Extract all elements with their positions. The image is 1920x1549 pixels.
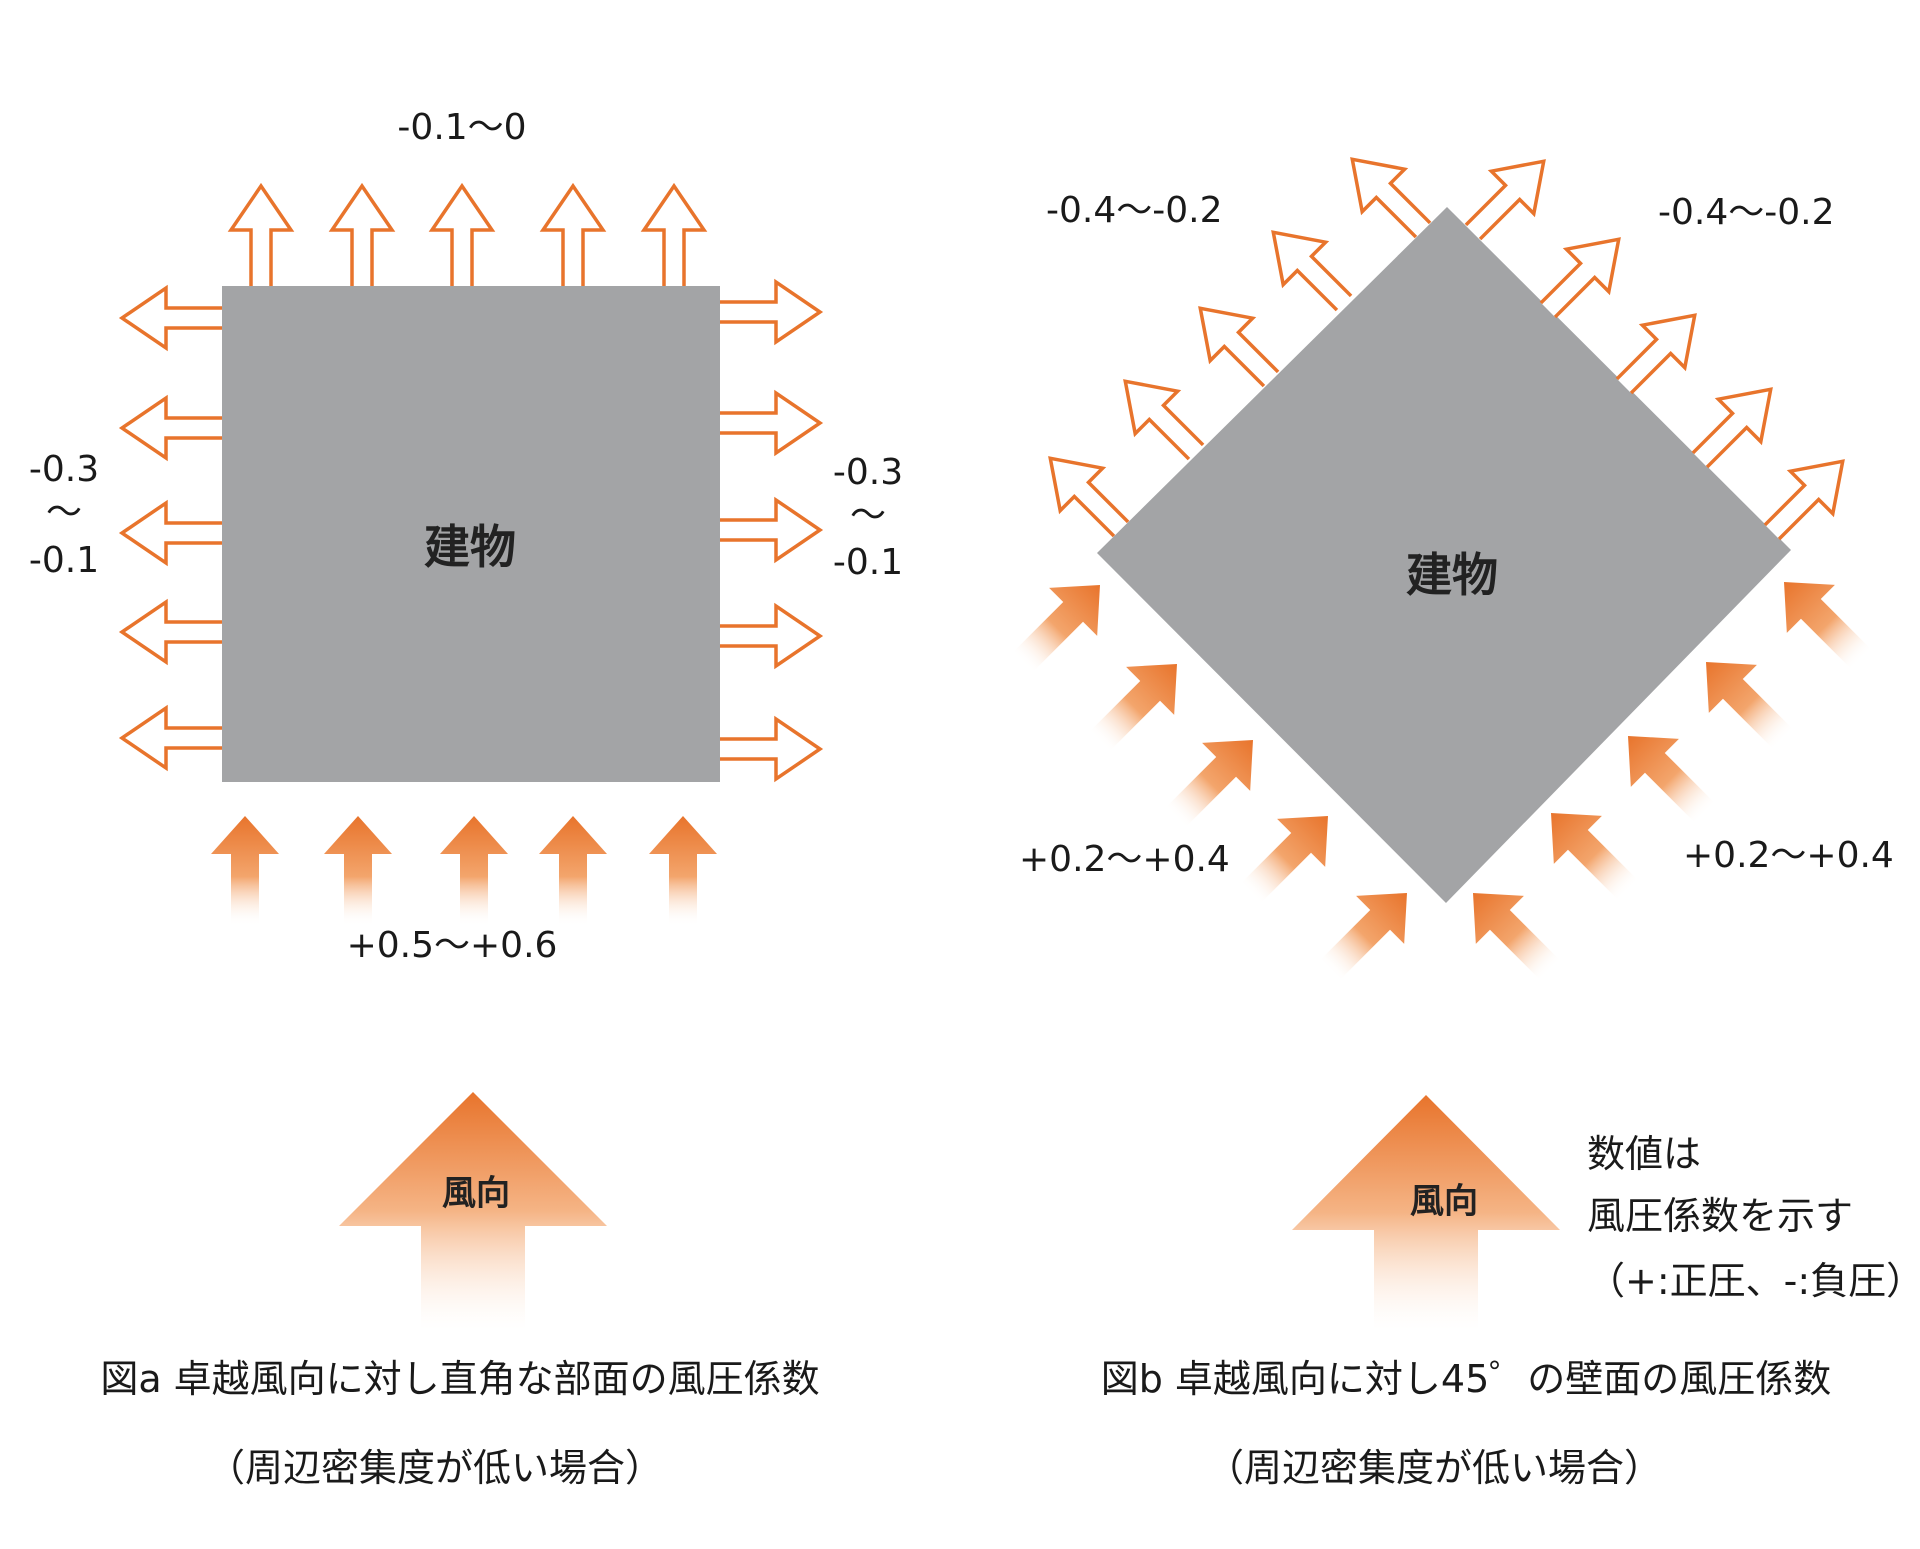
- legend-note-line3: （+:正圧、-:負圧）: [1587, 1259, 1920, 1303]
- caption-a: 図a 卓越風向に対し直角な部面の風圧係数: [100, 1357, 820, 1401]
- arrows-a-right: [718, 280, 822, 781]
- b-lower-left-value: +0.2〜+0.4: [1019, 839, 1230, 880]
- wind-label-a: 風向: [442, 1173, 510, 1214]
- building-b-label: 建物: [1406, 548, 1498, 602]
- building-b: [1097, 207, 1791, 903]
- a-top-value: -0.1〜0: [397, 107, 527, 148]
- b-lower-right-value: +0.2〜+0.4: [1683, 835, 1894, 876]
- a-left-value-top: -0.3: [28, 449, 100, 490]
- wind-arrow-a: [339, 1092, 607, 1330]
- arrows-a-top: [229, 184, 706, 288]
- b-upper-right-value: -0.4〜-0.2: [1658, 192, 1835, 233]
- a-right-value-bottom: -0.1: [832, 542, 904, 583]
- a-right-value-mid: 〜: [849, 495, 887, 536]
- a-left-value-bottom: -0.1: [28, 540, 100, 581]
- a-bottom-value: +0.5〜+0.6: [346, 925, 558, 966]
- a-right-value-top: -0.3: [832, 452, 904, 493]
- building-a-label: 建物: [424, 520, 516, 574]
- building-a: [222, 286, 720, 782]
- subcaption-b: （周辺密集度が低い場合）: [1205, 1446, 1663, 1490]
- figure-a: [120, 184, 822, 1330]
- subcaption-a: （周辺密集度が低い場合）: [206, 1446, 664, 1490]
- wind-arrow-b: [1292, 1095, 1560, 1330]
- wind-label-b: 風向: [1410, 1181, 1478, 1222]
- legend-note-line2: 風圧係数を示す: [1587, 1194, 1854, 1238]
- a-left-value-mid: 〜: [45, 492, 83, 533]
- figure-b: [998, 136, 1886, 1330]
- b-upper-left-value: -0.4〜-0.2: [1046, 190, 1223, 231]
- arrows-a-bottom: [211, 816, 717, 926]
- caption-b: 図b 卓越風向に対し45゜の壁面の風圧係数: [1100, 1357, 1832, 1401]
- legend-note-line1: 数値は: [1587, 1132, 1702, 1176]
- arrows-a-left: [120, 286, 224, 770]
